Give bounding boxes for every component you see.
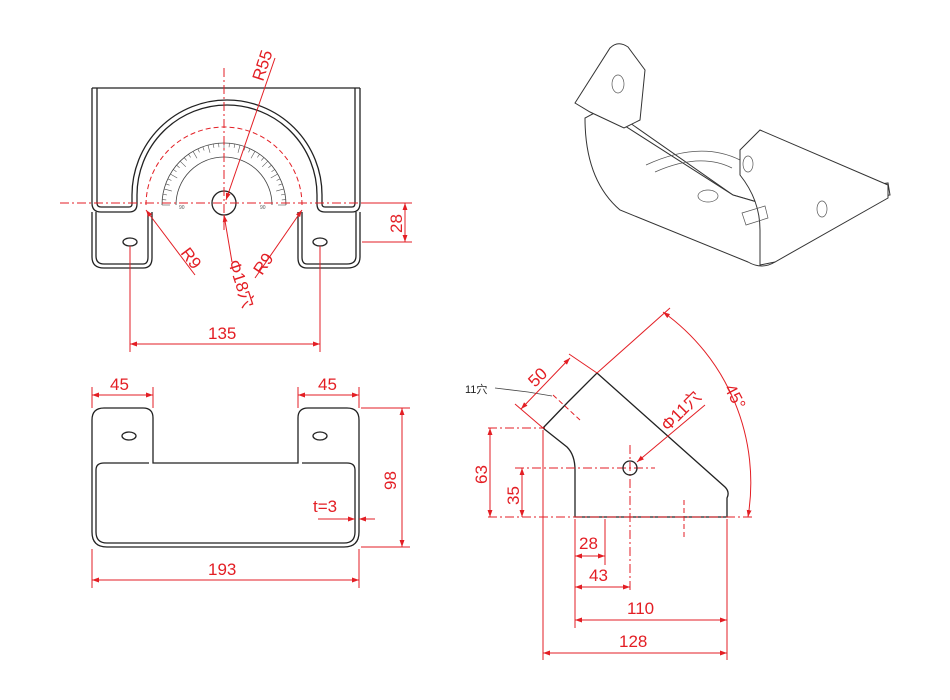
label-110: 110 [627,599,654,618]
label-63: 63 [472,465,491,484]
label-128: 128 [619,632,647,651]
protractor-tick [192,151,198,159]
protractor-tick [167,178,172,181]
protractor-tick [250,151,256,159]
label-28-side: 28 [579,534,598,553]
label-193: 193 [208,560,236,579]
protractor-tick [237,145,241,153]
front-right-tab [297,212,361,269]
protractor-tick [207,145,211,153]
front-left-tab [91,212,153,269]
protractor-tick [268,164,272,168]
protractor-tick [261,160,269,168]
protractor-ticks [162,143,286,206]
label-135: 135 [208,324,236,343]
label-98: 98 [381,471,400,490]
front-view: 90 90 R55 R9 R9 Φ18穴 28 135 [60,48,412,352]
label-45-right: 45 [318,375,337,394]
protractor-tick [162,193,167,196]
protractor-tick [270,173,278,179]
protractor-tick [271,169,275,172]
front-right-hole [312,237,328,247]
angle-arc [662,311,752,518]
scale-label-left: 90 [179,205,185,211]
label-45-deg: 45° [720,381,749,413]
protractor-tick [257,154,260,158]
protractor-tick [243,146,246,151]
protractor-tick [165,183,170,186]
label-r9-right: R9 [250,250,278,279]
top-view-outline [91,407,360,548]
protractor-tick [261,157,265,161]
protractor-tick [197,148,200,153]
side-view-outline [542,372,729,518]
label-r55: R55 [249,48,277,84]
protractor-tick [183,157,187,161]
label-11-hole-note: 11穴 [465,382,487,396]
front-view-outline [91,88,361,213]
protractor-tick [188,154,191,158]
front-left-hole [122,237,138,247]
protractor-tick [170,173,178,179]
protractor-tick [248,148,251,153]
label-28: 28 [387,214,406,233]
protractor-tick [176,164,180,168]
protractor-tick [281,193,286,196]
label-r9-left: R9 [177,244,205,273]
protractor-tick [164,188,172,192]
protractor-tick [173,169,177,172]
label-43: 43 [589,566,608,585]
protractor-tick [179,160,187,168]
label-45-left: 45 [110,375,129,394]
label-50: 50 [524,364,551,391]
protractor-tick [276,178,281,181]
protractor-tick [276,188,284,192]
side-hole [622,460,638,476]
protractor-tick [212,143,215,148]
isometric-view [574,43,891,267]
label-thickness: t=3 [313,497,337,516]
protractor-tick [202,146,205,151]
top-view: 45 45 98 t=3 193 [91,375,410,588]
protractor-tick [278,183,283,186]
label-35: 35 [504,486,523,505]
scale-label-right: 90 [260,205,266,211]
protractor-tick [233,143,236,148]
side-view: 11穴 50 Φ11穴 45° 63 35 28 43 110 [465,307,752,660]
